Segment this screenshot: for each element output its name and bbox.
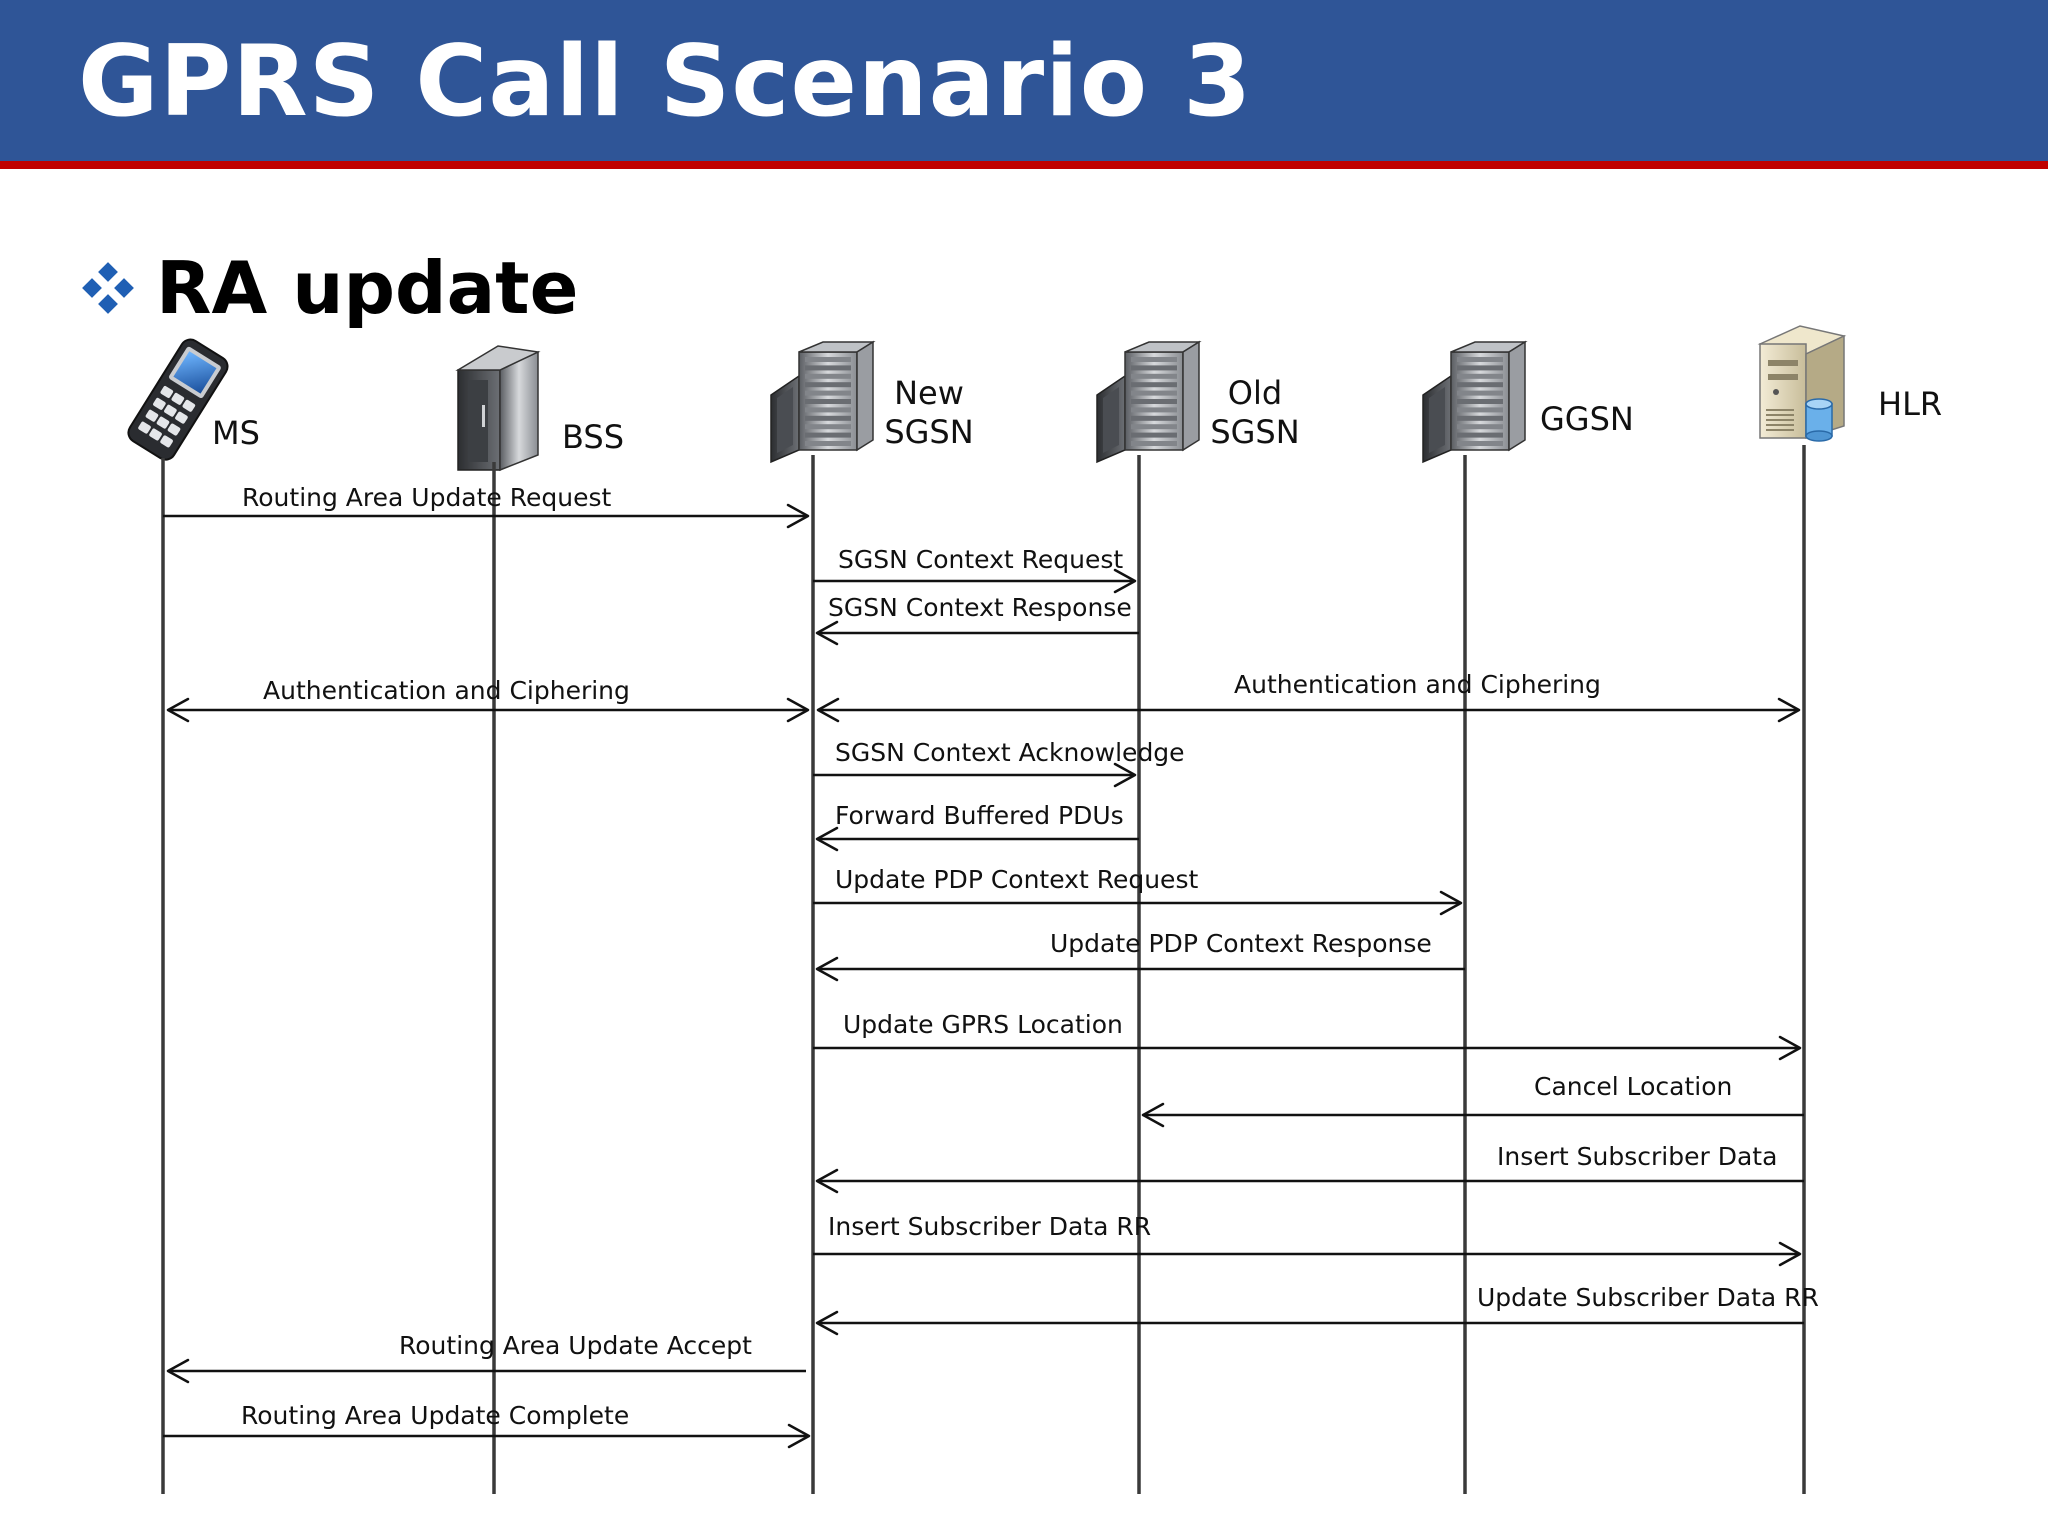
entity-ms: MS (127, 338, 260, 461)
message-label: Insert Subscriber Data RR (828, 1212, 1151, 1241)
message-arrow: Authentication and Ciphering (166, 676, 810, 723)
message-label: Routing Area Update Complete (241, 1401, 629, 1430)
entity-label: SGSN (1210, 413, 1299, 451)
diamond-bullet-icon (82, 262, 134, 314)
message-label: Routing Area Update Accept (399, 1331, 752, 1360)
message-arrow: Update GPRS Location (813, 1010, 1802, 1061)
title-bar-accent-line (0, 161, 2048, 169)
message-arrow: Update PDP Context Request (813, 865, 1463, 916)
message-label: Update PDP Context Response (1050, 929, 1432, 958)
message-label: Authentication and Ciphering (1234, 670, 1601, 699)
entity-label: BSS (562, 418, 624, 456)
message-arrow: Authentication and Ciphering (816, 670, 1801, 723)
base-station-cabinet-icon (455, 345, 541, 472)
message-arrow: SGSN Context Request (813, 545, 1137, 594)
entity-hlr: HLR (1757, 325, 1942, 442)
message-label: Insert Subscriber Data (1497, 1142, 1777, 1171)
mobile-phone-icon (127, 338, 229, 461)
message-arrow: Cancel Location (1141, 1072, 1804, 1128)
message-arrow: SGSN Context Acknowledge (813, 738, 1185, 788)
entity-label: HLR (1878, 385, 1942, 423)
message-arrow: Routing Area Update Complete (163, 1401, 811, 1449)
message-label: SGSN Context Request (838, 545, 1123, 574)
title-bar (0, 0, 2048, 163)
message-arrow: Insert Subscriber Data RR (813, 1212, 1802, 1267)
message-arrow: Forward Buffered PDUs (815, 801, 1139, 852)
slide-title: GPRS Call Scenario 3 (78, 25, 1253, 139)
section-heading: RA update (82, 248, 578, 328)
entity-label: SGSN (884, 413, 973, 451)
message-label: Update PDP Context Request (835, 865, 1198, 894)
message-arrow: Insert Subscriber Data (815, 1142, 1804, 1194)
entity-label: MS (212, 414, 260, 452)
message-label: Cancel Location (1534, 1072, 1732, 1101)
message-label: SGSN Context Response (828, 593, 1132, 622)
message-label: Routing Area Update Request (242, 483, 612, 512)
message-label: Update Subscriber Data RR (1477, 1283, 1819, 1312)
entity-label: GGSN (1540, 400, 1634, 438)
message-label: Forward Buffered PDUs (835, 801, 1124, 830)
message-arrow: Update Subscriber Data RR (815, 1283, 1819, 1336)
message-arrow: Routing Area Update Accept (166, 1331, 806, 1384)
server-rack-icon (1422, 340, 1528, 464)
server-rack-icon (770, 340, 876, 464)
section-title: RA update (156, 246, 579, 330)
message-arrow: SGSN Context Response (815, 593, 1139, 646)
entity-bss: BSS (455, 345, 624, 472)
entity-label: New (894, 374, 964, 412)
server-rack-icon (1096, 340, 1202, 464)
message-label: Authentication and Ciphering (263, 676, 630, 705)
message-arrow: Update PDP Context Response (815, 929, 1465, 982)
entity-ggsn: GGSN (1422, 340, 1634, 464)
message-label: Update GPRS Location (843, 1010, 1123, 1039)
entity-label: Old (1228, 374, 1282, 412)
message-arrow: Routing Area Update Request (163, 483, 810, 529)
database-server-icon (1757, 325, 1847, 442)
message-label: SGSN Context Acknowledge (835, 738, 1185, 767)
